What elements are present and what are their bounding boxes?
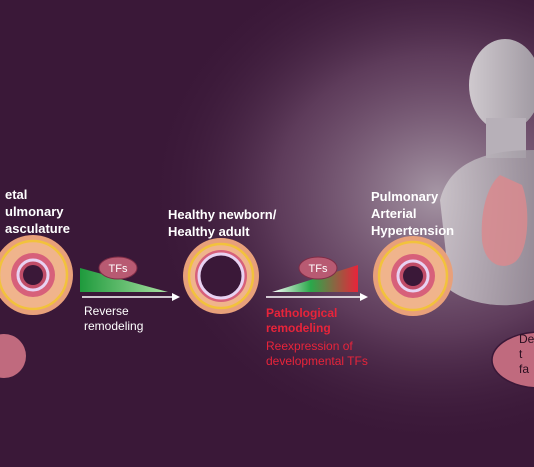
- fetal-vessel-crosssection: [0, 235, 73, 315]
- tf-badge-right: TFs: [309, 263, 328, 275]
- pathological-remodeling-arrow: [266, 256, 368, 301]
- label-reexpression-tfs: Reexpression of developmental TFs: [266, 339, 368, 368]
- left-callout-bubble: [0, 334, 26, 378]
- label-fetal-pulmonary-vasculature: etal ulmonary asculature: [5, 187, 71, 236]
- reverse-remodeling-arrow: [80, 256, 180, 301]
- label-pulmonary-arterial-hypertension: Pulmonary Arterial Hypertension: [371, 189, 455, 238]
- human-torso-illustration: [440, 39, 534, 306]
- label-reverse-remodeling: Reverse remodeling: [84, 304, 144, 333]
- healthy-vessel-crosssection: [183, 238, 259, 314]
- label-pathological-remodeling: Pathological remodeling: [266, 306, 338, 335]
- pah-vessel-crosssection: [373, 236, 453, 316]
- tf-badge-left: TFs: [109, 263, 128, 275]
- right-callout-text: De t fa: [519, 332, 534, 376]
- label-healthy-newborn-adult: Healthy newborn/ Healthy adult: [168, 207, 277, 239]
- right-callout-bubble: [491, 331, 534, 389]
